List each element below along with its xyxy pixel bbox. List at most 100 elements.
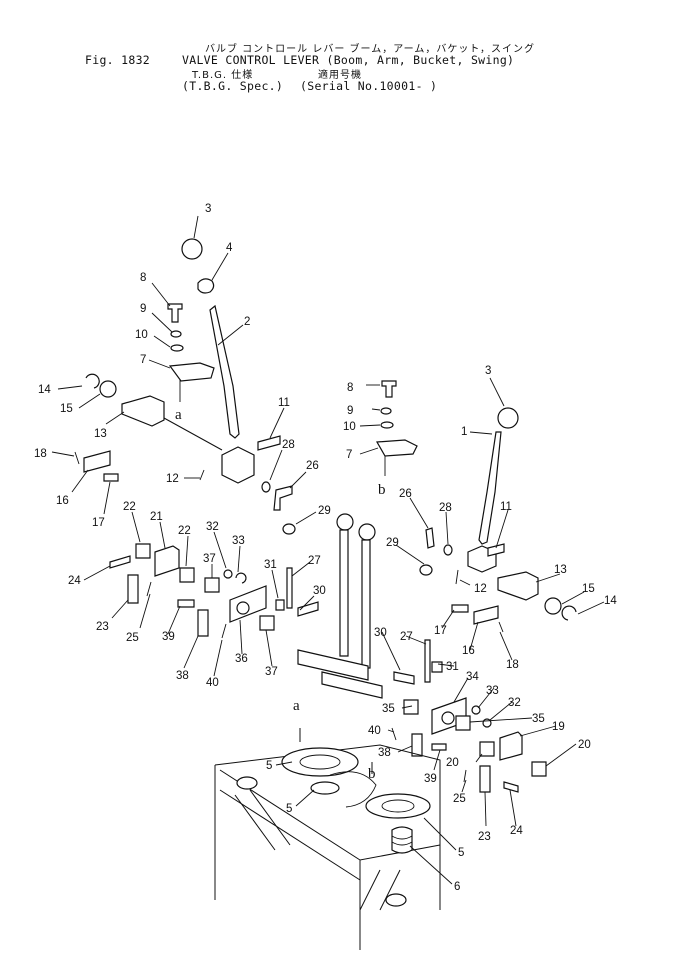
callout-32: 32	[508, 697, 521, 709]
callout-34: 34	[466, 671, 479, 683]
shaft-13-left	[121, 395, 165, 427]
pin-17-left	[103, 473, 119, 482]
center-rod-right	[361, 539, 371, 669]
washer-28-left	[261, 481, 271, 493]
callout-33: 33	[486, 685, 499, 697]
reference-letter-a: a	[175, 407, 182, 423]
right-lower-brackets	[391, 697, 547, 793]
boot-5-c	[365, 793, 431, 819]
bolt-24-right	[503, 781, 519, 793]
pin-11-left	[257, 435, 281, 451]
center-linkage	[275, 513, 443, 699]
boot-5-a	[281, 747, 359, 777]
boot-5-b	[310, 781, 340, 795]
figure-number: Fig. 1832	[85, 53, 151, 67]
callout-6: 6	[454, 881, 460, 893]
washer-9-left	[170, 330, 182, 338]
callout-8: 8	[140, 272, 146, 284]
japanese-serial: 適用号機	[318, 70, 362, 81]
callout-37: 37	[265, 666, 278, 678]
bolt-30-right	[393, 671, 415, 685]
bushing-20-a	[479, 741, 495, 757]
callout-31: 31	[446, 661, 459, 673]
callout-26: 26	[399, 488, 412, 500]
snap-ring-14-right	[561, 605, 577, 621]
clevis-16-left	[83, 450, 111, 473]
washer-28-right	[443, 544, 453, 556]
callout-12: 12	[166, 473, 179, 485]
washer-32-right	[482, 718, 492, 728]
reference-letter-b: b	[368, 766, 376, 782]
callout-18: 18	[506, 659, 519, 671]
japanese-spec: T.B.G. 仕様	[192, 70, 254, 81]
bushing-37-b	[259, 615, 275, 631]
bushing-31-right	[431, 661, 443, 673]
shaft-13-right	[497, 571, 539, 601]
pin-11-right	[487, 543, 505, 557]
callout-26: 26	[306, 460, 319, 472]
callout-10: 10	[343, 421, 356, 433]
callout-22: 22	[123, 501, 136, 513]
cross-shaft-lower	[321, 671, 383, 699]
reference-letter-a: a	[293, 698, 300, 714]
callout-7: 7	[346, 449, 352, 461]
knob-center-left	[336, 513, 354, 531]
snap-33-left	[235, 572, 247, 584]
callout-19: 19	[552, 721, 565, 733]
arm-21	[154, 545, 180, 577]
callout-40: 40	[206, 677, 219, 689]
callout-39: 39	[424, 773, 437, 785]
callout-4: 4	[226, 242, 233, 254]
callout-24: 24	[510, 825, 523, 837]
reference-letter-b: b	[378, 482, 386, 498]
pin-17-right	[451, 604, 469, 613]
callout-22: 22	[178, 525, 191, 537]
figure-title: VALVE CONTROL LEVER (Boom, Arm, Bucket, …	[182, 53, 515, 67]
right-lever-assembly	[376, 380, 577, 633]
washer-15-right	[544, 597, 562, 615]
bolt-27-right	[424, 639, 431, 683]
callout-11: 11	[500, 501, 512, 513]
callout-32: 32	[206, 521, 219, 533]
spec-label: (T.B.G. Spec.)	[182, 79, 284, 93]
cotter-pin-25-right	[463, 769, 467, 783]
callout-36: 36	[235, 653, 248, 665]
bushing-22-b	[179, 567, 195, 583]
clevis-38-right	[411, 733, 423, 757]
bushing-22-a	[135, 543, 151, 559]
callout-29: 29	[386, 537, 399, 549]
figure-header: バルブ コントロール レバー ブーム，アーム，バケット，スイング Fig. 18…	[0, 0, 698, 100]
callout-38: 38	[378, 747, 391, 759]
snap-ring-14-left	[85, 373, 100, 389]
callout-17: 17	[434, 625, 447, 637]
washer-10-right	[380, 421, 394, 429]
cotter-pin-12-left	[199, 469, 205, 481]
callout-14: 14	[604, 595, 617, 607]
callout-25: 25	[126, 632, 139, 644]
callout-20: 20	[578, 739, 591, 751]
callout-40: 40	[368, 725, 381, 737]
callout-21: 21	[150, 511, 163, 523]
bushing-35-a	[403, 699, 419, 715]
callout-5: 5	[286, 803, 292, 815]
bushing-31-left	[275, 599, 285, 611]
bolt-8-right	[381, 380, 397, 398]
callout-labels: 3 4 8 2 9 10 7 14 15 13 18 16 17 12 11 2…	[34, 203, 617, 893]
bushing-37-a	[204, 577, 220, 593]
cotter-pin-12-right	[455, 569, 459, 585]
callout-18: 18	[34, 448, 47, 460]
bushing-35-b	[455, 715, 471, 731]
bushing-20-b	[531, 761, 547, 777]
plate-34-hole	[441, 711, 455, 725]
pin-39-left	[177, 599, 195, 608]
callout-27: 27	[308, 555, 321, 567]
cotter-pin-40-left	[221, 623, 227, 639]
nut-4	[197, 278, 215, 294]
nut-29-right	[419, 564, 433, 576]
spring-6	[391, 826, 413, 854]
knob-center-right	[358, 523, 376, 541]
callout-16: 16	[56, 495, 69, 507]
callout-28: 28	[282, 439, 295, 451]
callout-24: 24	[68, 575, 81, 587]
plate-36-hole	[236, 601, 250, 615]
